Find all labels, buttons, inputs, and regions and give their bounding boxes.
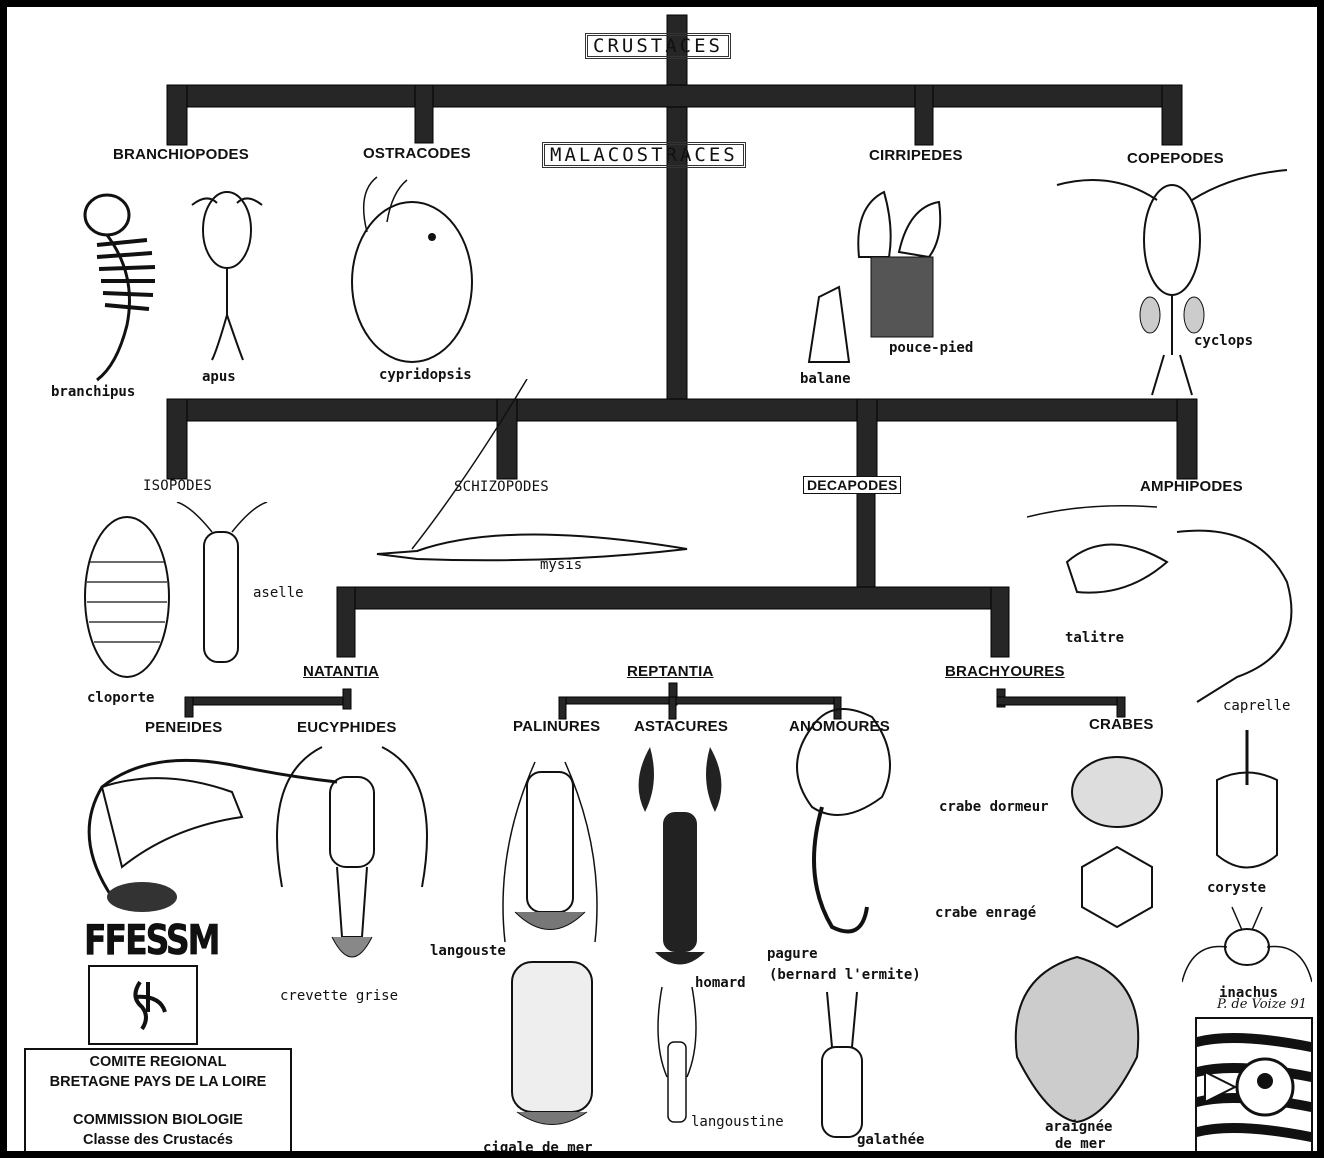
- label-malacostraces: MALACOSTRACES: [544, 144, 744, 166]
- cypridopsis-drawing: [337, 172, 487, 372]
- ffessm-wordmark: FFESSM: [84, 914, 202, 967]
- top-branch: [167, 85, 1182, 107]
- label-decapodes: DECAPODES: [803, 476, 901, 494]
- caption-crevette-grise: crevette grise: [280, 988, 398, 1004]
- caption-crabe-enrage: crabe enragé: [935, 905, 1036, 921]
- label-eucyphides: EUCYPHIDES: [297, 719, 397, 736]
- caption-caprelle: caprelle: [1223, 698, 1290, 714]
- committee-line-4: Classe des Crustacés: [26, 1130, 290, 1150]
- label-isopodes: ISOPODES: [143, 478, 212, 494]
- caption-pagure: pagure: [767, 946, 818, 962]
- isopodes-drawing: [82, 502, 272, 687]
- langouste-drawing: [485, 752, 615, 952]
- amphipodes-drawing: [1027, 502, 1317, 712]
- caption-bernard-l-ermite: (bernard l'ermite): [769, 967, 921, 983]
- caption-galathee: galathée: [857, 1132, 924, 1148]
- crevette-grise-drawing: [262, 737, 442, 987]
- crabe-dormeur-enrage-drawing: [1057, 747, 1177, 947]
- caption-cloporte: cloporte: [87, 690, 154, 706]
- label-natantia: NATANTIA: [303, 663, 379, 680]
- mysis-drawing: [357, 379, 697, 579]
- caption-cigale-de-mer: cigale de mer: [483, 1140, 593, 1156]
- apus-drawing: [187, 185, 267, 365]
- label-astacures: ASTACURES: [634, 718, 728, 735]
- caption-de-mer: de mer: [1055, 1136, 1106, 1152]
- coryste-drawing: [1187, 725, 1307, 890]
- cyclops-drawing: [1052, 165, 1292, 400]
- ffessm-logo: FFESSM: [84, 919, 202, 1045]
- fish-logo-icon: [1195, 1017, 1313, 1157]
- caption-balane: balane: [800, 371, 851, 387]
- araignee-de-mer-drawing: [987, 947, 1167, 1142]
- label-amphipodes: AMPHIPODES: [1140, 478, 1243, 495]
- decapodes-branch: [337, 587, 1009, 609]
- trunk-branch: [667, 15, 687, 419]
- caption-branchipus: branchipus: [51, 384, 135, 400]
- committee-box: COMITE REGIONAL BRETAGNE PAYS DE LA LOIR…: [24, 1048, 292, 1156]
- caption-pouce-pied: pouce-pied: [889, 340, 973, 356]
- label-cirripedes: CIRRIPEDES: [869, 147, 963, 164]
- committee-line-3: COMMISSION BIOLOGIE: [26, 1110, 290, 1130]
- cigale-de-mer-drawing: [502, 952, 602, 1137]
- label-reptantia: REPTANTIA: [627, 663, 714, 680]
- caption-langouste: langouste: [430, 943, 506, 959]
- inachus-drawing: [1182, 902, 1312, 992]
- title-crustaces: CRUSTACES: [587, 35, 729, 57]
- branchipus-drawing: [77, 185, 167, 385]
- label-branchiopodes: BRANCHIOPODES: [113, 146, 249, 163]
- caption-langoustine: langoustine: [691, 1114, 784, 1130]
- caption-apus: apus: [202, 369, 236, 385]
- homard-drawing: [625, 742, 735, 972]
- label-palinures: PALINURES: [513, 718, 600, 735]
- diver-emblem-icon: [88, 965, 198, 1045]
- label-ostracodes: OSTRACODES: [363, 145, 471, 162]
- caption-talitre: talitre: [1065, 630, 1124, 646]
- label-crabes: CRABES: [1089, 716, 1154, 733]
- label-peneides: PENEIDES: [145, 719, 222, 736]
- committee-line-1: COMITE REGIONAL: [26, 1052, 290, 1072]
- caption-cypridopsis: cypridopsis: [379, 367, 472, 383]
- caption-mysis: mysis: [540, 557, 582, 573]
- caption-aselle: aselle: [253, 585, 304, 601]
- caption-homard: homard: [695, 975, 746, 991]
- caption-coryste: coryste: [1207, 880, 1266, 896]
- caption-crabe-dormeur: crabe dormeur: [939, 799, 1049, 815]
- caption-cyclops: cyclops: [1194, 333, 1253, 349]
- artist-signature: P. de Voize 91: [1217, 997, 1307, 1012]
- committee-line-2: BRETAGNE PAYS DE LA LOIRE: [26, 1072, 290, 1092]
- galathee-drawing: [802, 987, 882, 1147]
- caption-araignee: araignée: [1045, 1119, 1112, 1135]
- pagure-drawing: [752, 697, 932, 947]
